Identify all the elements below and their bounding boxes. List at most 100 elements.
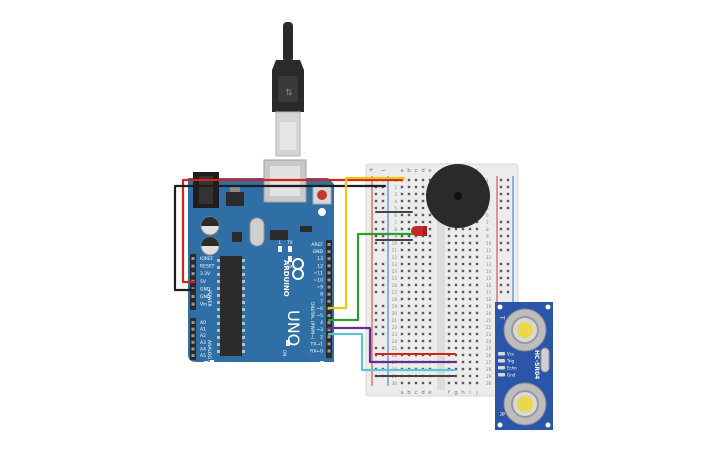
breadboard-hole[interactable] xyxy=(421,304,425,308)
breadboard-hole[interactable] xyxy=(454,353,458,357)
breadboard-hole[interactable] xyxy=(447,283,451,287)
breadboard-hole[interactable] xyxy=(400,213,404,217)
breadboard-hole[interactable] xyxy=(454,304,458,308)
header-pin[interactable] xyxy=(191,347,195,351)
breadboard-hole[interactable] xyxy=(428,255,432,259)
rail-hole[interactable] xyxy=(374,220,378,224)
breadboard-hole[interactable] xyxy=(428,262,432,266)
breadboard-hole[interactable] xyxy=(447,297,451,301)
breadboard-hole[interactable] xyxy=(461,367,465,371)
breadboard-hole[interactable] xyxy=(454,367,458,371)
breadboard-hole[interactable] xyxy=(400,325,404,329)
breadboard-hole[interactable] xyxy=(400,318,404,322)
breadboard-hole[interactable] xyxy=(428,227,432,231)
rail-hole[interactable] xyxy=(374,346,378,350)
breadboard-hole[interactable] xyxy=(468,248,472,252)
rail-hole[interactable] xyxy=(374,227,378,231)
rail-hole[interactable] xyxy=(381,192,385,196)
breadboard-hole[interactable] xyxy=(468,374,472,378)
breadboard-hole[interactable] xyxy=(461,241,465,245)
rail-hole[interactable] xyxy=(381,227,385,231)
breadboard-hole[interactable] xyxy=(428,318,432,322)
breadboard-hole[interactable] xyxy=(407,206,411,210)
header-pin[interactable] xyxy=(327,257,331,261)
rail-hole[interactable] xyxy=(381,283,385,287)
breadboard-hole[interactable] xyxy=(461,318,465,322)
rail-hole[interactable] xyxy=(381,346,385,350)
breadboard-hole[interactable] xyxy=(475,318,479,322)
breadboard-hole[interactable] xyxy=(454,311,458,315)
breadboard-hole[interactable] xyxy=(475,346,479,350)
breadboard-hole[interactable] xyxy=(475,276,479,280)
rail-hole[interactable] xyxy=(381,220,385,224)
breadboard-hole[interactable] xyxy=(475,269,479,273)
reset-button-cap[interactable] xyxy=(317,190,327,200)
breadboard-hole[interactable] xyxy=(400,290,404,294)
breadboard-hole[interactable] xyxy=(421,185,425,189)
breadboard-hole[interactable] xyxy=(428,325,432,329)
breadboard-hole[interactable] xyxy=(475,220,479,224)
breadboard-hole[interactable] xyxy=(421,255,425,259)
breadboard-hole[interactable] xyxy=(454,346,458,350)
breadboard-hole[interactable] xyxy=(421,297,425,301)
header-pin[interactable] xyxy=(327,299,331,303)
breadboard-hole[interactable] xyxy=(400,269,404,273)
breadboard-hole[interactable] xyxy=(421,381,425,385)
rail-hole[interactable] xyxy=(506,185,510,189)
breadboard-hole[interactable] xyxy=(461,227,465,231)
breadboard-hole[interactable] xyxy=(454,290,458,294)
rail-hole[interactable] xyxy=(374,206,378,210)
breadboard-hole[interactable] xyxy=(475,234,479,238)
breadboard-hole[interactable] xyxy=(407,276,411,280)
breadboard-hole[interactable] xyxy=(407,339,411,343)
breadboard-hole[interactable] xyxy=(400,276,404,280)
breadboard-hole[interactable] xyxy=(468,262,472,266)
breadboard-hole[interactable] xyxy=(421,192,425,196)
breadboard-hole[interactable] xyxy=(407,192,411,196)
breadboard-hole[interactable] xyxy=(400,220,404,224)
breadboard-hole[interactable] xyxy=(414,381,418,385)
rail-hole[interactable] xyxy=(374,248,378,252)
rail-hole[interactable] xyxy=(381,206,385,210)
breadboard-hole[interactable] xyxy=(461,374,465,378)
breadboard-hole[interactable] xyxy=(400,192,404,196)
breadboard-hole[interactable] xyxy=(400,227,404,231)
rail-hole[interactable] xyxy=(381,325,385,329)
breadboard-hole[interactable] xyxy=(400,185,404,189)
breadboard-hole[interactable] xyxy=(461,311,465,315)
breadboard-hole[interactable] xyxy=(421,199,425,203)
rail-hole[interactable] xyxy=(506,199,510,203)
rail-hole[interactable] xyxy=(506,269,510,273)
header-pin[interactable] xyxy=(327,335,331,339)
breadboard-hole[interactable] xyxy=(475,248,479,252)
breadboard-hole[interactable] xyxy=(421,248,425,252)
breadboard-hole[interactable] xyxy=(421,220,425,224)
breadboard-hole[interactable] xyxy=(407,290,411,294)
breadboard-hole[interactable] xyxy=(414,304,418,308)
breadboard-hole[interactable] xyxy=(414,178,418,182)
header-pin[interactable] xyxy=(327,264,331,268)
breadboard-hole[interactable] xyxy=(454,297,458,301)
rail-hole[interactable] xyxy=(374,311,378,315)
breadboard-hole[interactable] xyxy=(400,255,404,259)
rail-hole[interactable] xyxy=(381,276,385,280)
rail-hole[interactable] xyxy=(381,318,385,322)
breadboard-hole[interactable] xyxy=(454,255,458,259)
rail-hole[interactable] xyxy=(374,332,378,336)
breadboard-hole[interactable] xyxy=(461,248,465,252)
breadboard-hole[interactable] xyxy=(400,241,404,245)
rail-hole[interactable] xyxy=(374,276,378,280)
breadboard-hole[interactable] xyxy=(461,353,465,357)
breadboard-hole[interactable] xyxy=(400,206,404,210)
breadboard-hole[interactable] xyxy=(407,311,411,315)
breadboard-hole[interactable] xyxy=(428,213,432,217)
breadboard-hole[interactable] xyxy=(475,381,479,385)
breadboard-hole[interactable] xyxy=(461,269,465,273)
rail-hole[interactable] xyxy=(374,304,378,308)
rail-hole[interactable] xyxy=(499,283,503,287)
breadboard-hole[interactable] xyxy=(428,234,432,238)
breadboard-hole[interactable] xyxy=(407,318,411,322)
breadboard-hole[interactable] xyxy=(421,325,425,329)
breadboard-hole[interactable] xyxy=(421,311,425,315)
breadboard-hole[interactable] xyxy=(461,325,465,329)
